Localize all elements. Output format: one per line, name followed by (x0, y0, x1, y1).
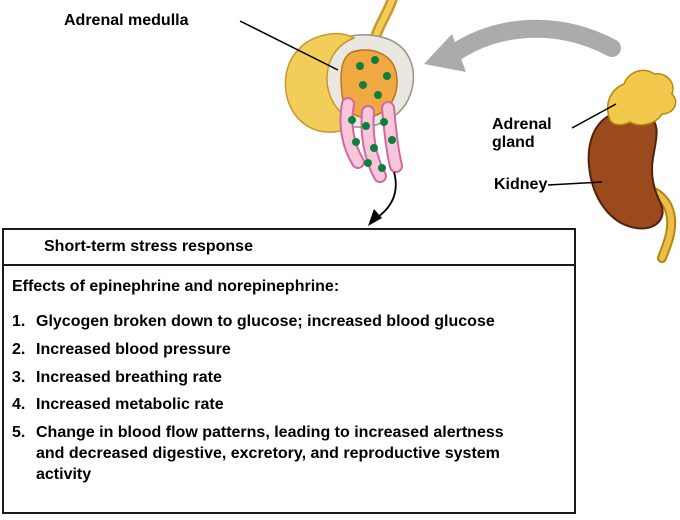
kidney-illustration (587, 69, 677, 263)
gray-arrow-tail (447, 19, 621, 61)
effect-text: Change in blood flow patterns, leading t… (36, 424, 504, 483)
effect-number: 5. (12, 424, 26, 442)
effect-item: 4. Increased metabolic rate (12, 395, 564, 416)
gray-arrow (424, 19, 621, 72)
effect-item: 3. Increased breathing rate (12, 368, 564, 389)
stress-box-subtitle: Effects of epinephrine and norepinephrin… (12, 278, 340, 295)
effect-item: 2. Increased blood pressure (12, 340, 564, 361)
stress-box-title: Short-term stress response (44, 238, 253, 255)
adrenal-gland-label: Adrenal gland (492, 116, 552, 152)
effect-number: 3. (12, 368, 26, 386)
effect-item: 5. Change in blood flow patterns, leadin… (12, 423, 564, 485)
effect-text: Increased breathing rate (36, 368, 222, 386)
effect-number: 1. (12, 313, 26, 330)
pointer-lines (239, 20, 617, 186)
effect-text: Increased blood pressure (36, 340, 231, 358)
adrenal-gland-pointer-line (571, 103, 617, 129)
kidney-label: Kidney (494, 176, 548, 193)
stress-box-header: Short-term stress response (4, 230, 574, 266)
down-arrow (368, 171, 397, 226)
ureter-shape (647, 187, 675, 261)
green-cell-dots (348, 56, 396, 172)
down-arrow-head (368, 209, 382, 226)
effect-text: Glycogen broken down to glucose; increas… (36, 313, 495, 330)
stress-box-body: Effects of epinephrine and norepinephrin… (4, 266, 574, 499)
kidney-shape (587, 110, 664, 230)
down-arrow-tail (377, 171, 397, 218)
adrenal-medulla-label: Adrenal medulla (64, 12, 189, 29)
kidney-pointer-line (547, 181, 603, 186)
effect-number: 2. (12, 340, 26, 358)
adrenal-medulla-illustration (284, 0, 415, 183)
adrenal-medulla-pointer-line (239, 20, 339, 71)
gray-arrow-head (424, 34, 466, 72)
stress-response-box: Short-term stress response Effects of ep… (2, 228, 576, 514)
effect-text: Increased metabolic rate (36, 396, 224, 414)
effect-number: 4. (12, 396, 26, 414)
effect-item: 1. Glycogen broken down to glucose; incr… (12, 312, 564, 333)
adrenal-cap-shape (606, 69, 677, 126)
